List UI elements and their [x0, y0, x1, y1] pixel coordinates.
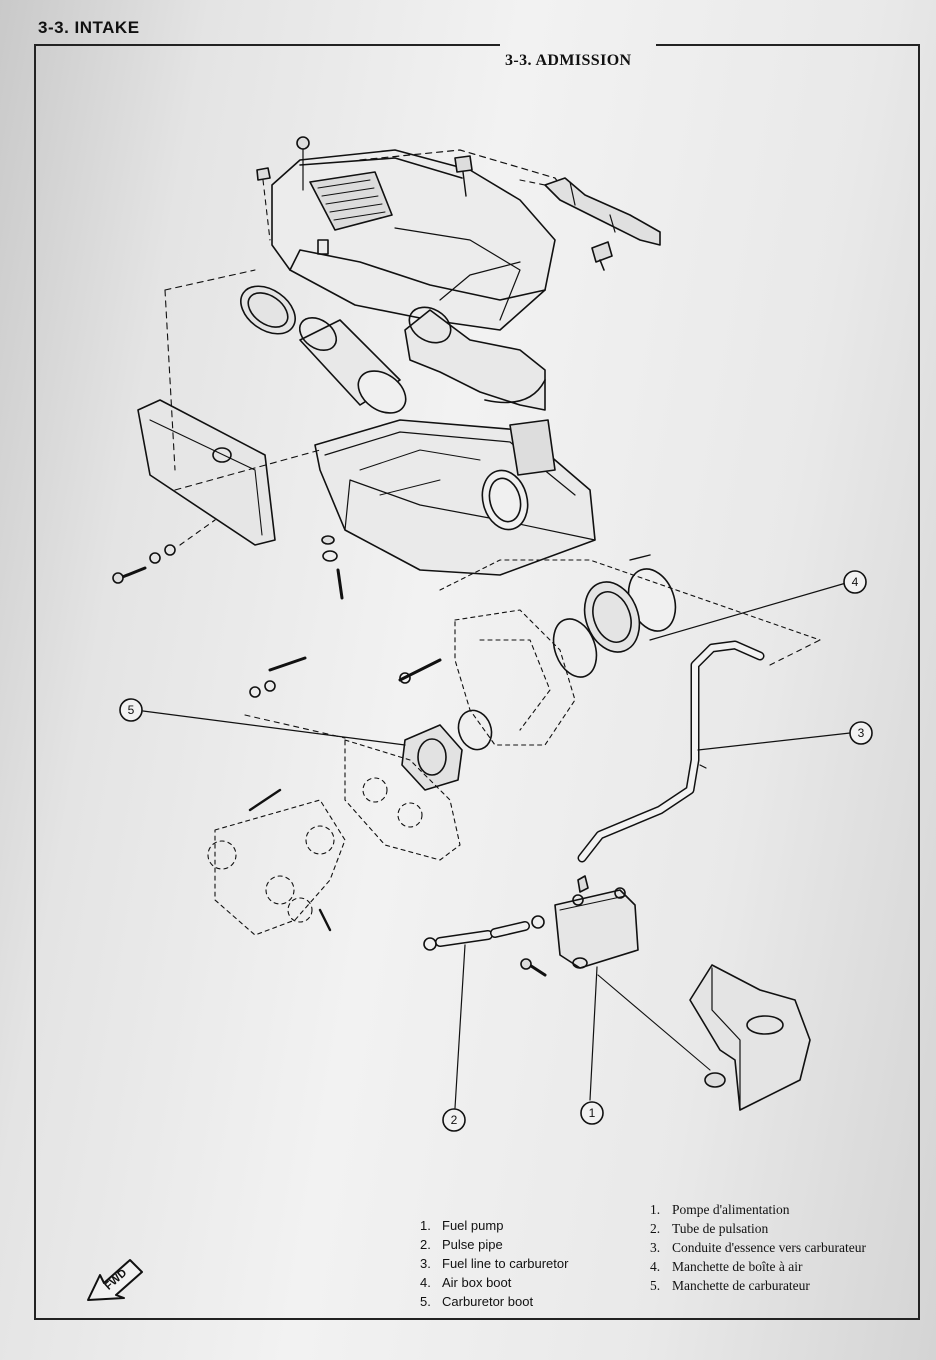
- svg-text:5: 5: [128, 703, 135, 717]
- callout-1: 1: [580, 1101, 604, 1125]
- pump-bracket: [597, 964, 811, 1111]
- svg-text:2: 2: [451, 1113, 458, 1127]
- pulse-pipe: [423, 915, 547, 977]
- forward-arrow-icon: FWD: [87, 1259, 143, 1301]
- intake-tubes: [240, 285, 546, 414]
- legend-item: 2.Pulse pipe: [420, 1237, 503, 1252]
- air-box-boot: [552, 554, 677, 678]
- svg-text:3: 3: [858, 726, 865, 740]
- frame-top-left: [34, 44, 500, 46]
- callout-3: 3: [849, 721, 873, 745]
- callout-leaders: [142, 582, 851, 1109]
- fuel-pump: [554, 875, 639, 969]
- callout-5: 5: [119, 698, 143, 722]
- frame-top-right: [656, 44, 920, 46]
- side-screws: [112, 519, 344, 600]
- air-box-body: [314, 419, 596, 576]
- diagram-frame: [34, 44, 920, 1320]
- callout-2: 2: [442, 1108, 466, 1132]
- section-title-en: 3-3. INTAKE: [38, 18, 140, 37]
- svg-text:4: 4: [852, 575, 859, 589]
- legend-english: 1.Fuel pump 2.Pulse pipe 3.Fuel line to …: [420, 1216, 568, 1311]
- legend-item: 4.Manchette de boîte à air: [650, 1259, 803, 1274]
- section-title-fr: 3-3. ADMISSION: [505, 52, 632, 69]
- legend-french: 1.Pompe d'alimentation 2.Tube de pulsati…: [650, 1200, 866, 1295]
- fuel-line: [577, 639, 821, 863]
- legend-item: 2.Tube de pulsation: [650, 1221, 769, 1236]
- legend-item: 5.Carburetor boot: [420, 1294, 534, 1309]
- legend-item: 1.Pompe d'alimentation: [650, 1202, 790, 1217]
- svg-text:1: 1: [589, 1106, 596, 1120]
- callout-4: 4: [843, 570, 867, 594]
- cylinder-intake-outline: [207, 739, 461, 936]
- carburetor-outline: [439, 559, 821, 746]
- legend-item: 1.Fuel pump: [420, 1218, 504, 1233]
- legend-item: 4.Air box boot: [420, 1275, 512, 1290]
- carburetor-boot: [244, 656, 493, 791]
- lid-bracket: [519, 177, 661, 271]
- legend-item: 3.Fuel line to carburetor: [420, 1256, 569, 1271]
- legend-item: 3.Conduite d'essence vers carburateur: [650, 1240, 866, 1255]
- air-box-lid: [271, 149, 576, 331]
- lid-fasteners: [256, 136, 473, 241]
- side-cover: [137, 269, 321, 546]
- legend-item: 5.Manchette de carburateur: [650, 1278, 810, 1293]
